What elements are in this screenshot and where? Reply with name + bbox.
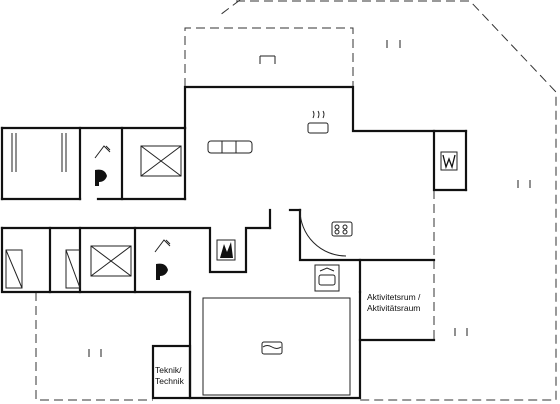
- bed-icon: [65, 249, 81, 289]
- shower-icon: [94, 145, 111, 159]
- hob-icon: [331, 221, 353, 237]
- toilet-icon: [95, 169, 107, 186]
- technical-room-label-line2: Technik: [155, 376, 185, 386]
- terrace-outline: [35, 0, 557, 401]
- bed-icon: [140, 145, 182, 177]
- pool-icon: [261, 341, 283, 355]
- activity-room-label-line1: Aktivitetsrum /: [367, 292, 421, 302]
- washing-machine-icon: [216, 239, 236, 261]
- sofa-icon: [207, 140, 253, 154]
- sauna-icon: [314, 264, 340, 292]
- stove-pot-icon: [307, 110, 329, 134]
- activity-room-label-line2: Aktivitätsraum: [367, 303, 420, 313]
- bed-icon: [5, 249, 23, 289]
- exterior-walls: [0, 85, 468, 400]
- technical-room-label-line1: Teknik/: [155, 365, 182, 375]
- shower-icon: [154, 239, 171, 253]
- toilet-icon: [156, 263, 168, 280]
- interior-walls: [11, 55, 351, 400]
- dishwasher-icon: [440, 151, 458, 171]
- terrace-markers: [88, 40, 531, 357]
- bed-icon: [90, 245, 132, 277]
